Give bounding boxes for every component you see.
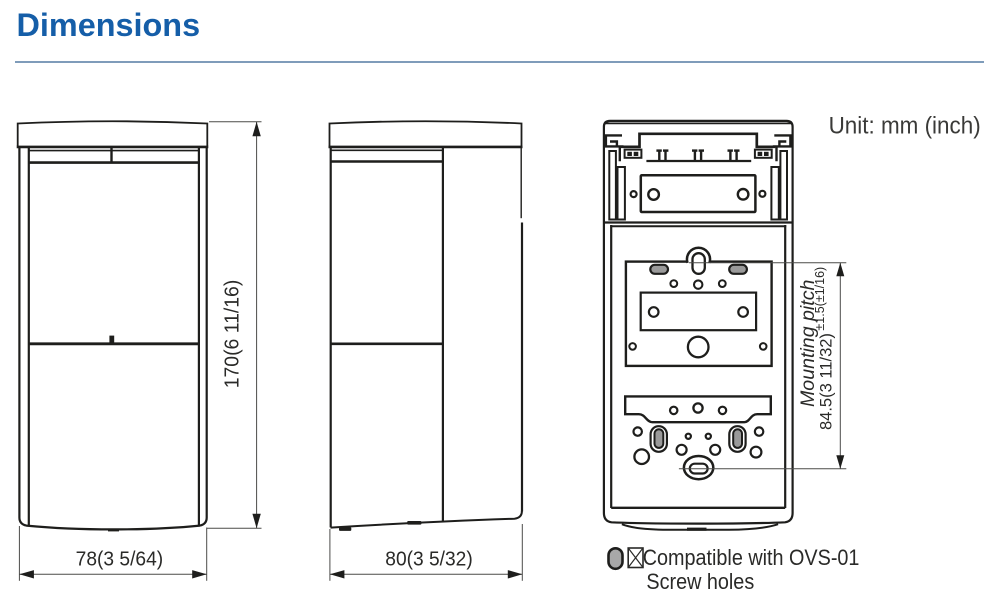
svg-text:Compatible with OVS-01: Compatible with OVS-01 [643,546,860,570]
svg-text:Screw holes: Screw holes [646,570,754,594]
svg-text:80(3 5/32): 80(3 5/32) [385,548,472,571]
svg-text:170(6 11/16): 170(6 11/16) [221,280,244,389]
svg-text:78(3 5/64): 78(3 5/64) [76,548,163,571]
svg-text:Unit: mm (inch): Unit: mm (inch) [829,112,981,139]
svg-text:Mounting pitch: Mounting pitch [797,280,819,407]
svg-text:Dimensions: Dimensions [17,7,201,43]
